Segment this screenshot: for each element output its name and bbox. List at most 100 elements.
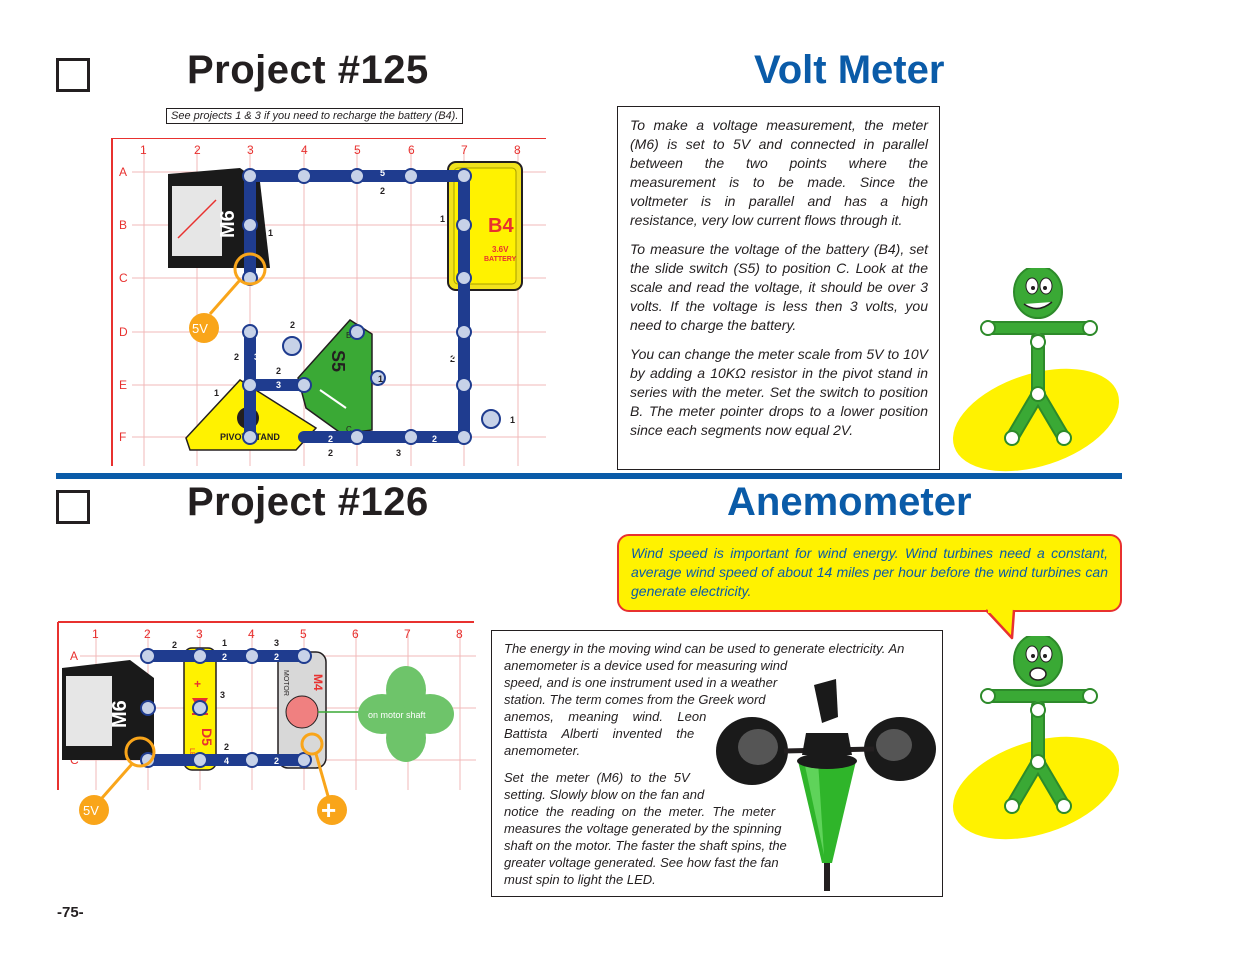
recharge-note: See projects 1 & 3 if you need to rechar… xyxy=(166,108,464,124)
svg-text:M4: M4 xyxy=(311,674,325,691)
svg-text:1: 1 xyxy=(214,388,219,398)
svg-text:+: + xyxy=(321,795,336,825)
svg-text:3: 3 xyxy=(254,352,259,362)
svg-text:M6: M6 xyxy=(217,210,239,238)
svg-text:2: 2 xyxy=(328,434,333,444)
svg-text:5V: 5V xyxy=(192,321,208,336)
col-label: 8 xyxy=(514,143,521,157)
snappy-mascot-126 xyxy=(952,636,1120,840)
col-label: 5 xyxy=(354,143,361,157)
text-line: anemometer is a device used for measurin… xyxy=(504,658,788,673)
svg-text:5V: 5V xyxy=(83,803,99,818)
svg-text:2: 2 xyxy=(450,354,455,364)
slide-switch-s5: S5 B C xyxy=(297,319,373,435)
col-label: 1 xyxy=(92,627,99,641)
svg-text:S5: S5 xyxy=(328,350,348,372)
row-label: F xyxy=(119,430,126,444)
paragraph: To make a voltage measurement, the meter… xyxy=(630,117,928,228)
project-125-title: Project #125 xyxy=(187,48,429,92)
text-line: anemometer. xyxy=(504,743,581,758)
col-label: 3 xyxy=(247,143,254,157)
svg-text:2: 2 xyxy=(234,352,239,362)
svg-text:3.6V: 3.6V xyxy=(492,245,509,254)
project-126-name: Anemometer xyxy=(727,480,972,524)
callout-plus: + xyxy=(300,732,347,825)
text-line: Battista Alberti invented the xyxy=(504,726,695,741)
row-label: C xyxy=(119,271,128,285)
svg-text:2: 2 xyxy=(290,320,295,330)
svg-text:2: 2 xyxy=(450,352,455,362)
snappy-mascot-125 xyxy=(952,268,1120,472)
text-line: Set the meter (M6) to the 5V xyxy=(504,770,690,785)
wind-speed-bubble: Wind speed is important for wind energy.… xyxy=(617,534,1122,612)
svg-text:3: 3 xyxy=(396,448,401,458)
col-label: 2 xyxy=(144,627,151,641)
paragraph: You can change the meter scale from 5V t… xyxy=(630,346,928,438)
svg-text:1: 1 xyxy=(510,415,515,425)
text-line: shaft on the motor. The faster the shaft… xyxy=(504,838,787,853)
text-line: The energy in the moving wind can be use… xyxy=(504,641,905,656)
svg-text:4: 4 xyxy=(224,756,229,766)
svg-text:2: 2 xyxy=(328,448,333,458)
project-126-checkbox[interactable] xyxy=(56,490,90,524)
svg-text:2: 2 xyxy=(224,742,229,752)
svg-text:+: + xyxy=(194,677,201,691)
svg-text:1: 1 xyxy=(222,638,227,648)
col-label: 6 xyxy=(352,627,359,641)
page-number: -75- xyxy=(57,904,84,921)
svg-text:2: 2 xyxy=(222,652,227,662)
project-125-checkbox[interactable] xyxy=(56,58,90,92)
svg-text:1: 1 xyxy=(268,228,273,238)
row-label: E xyxy=(119,378,127,392)
anemometer-photo xyxy=(716,679,936,891)
svg-text:B4: B4 xyxy=(488,215,514,237)
paragraph: To measure the voltage of the battery (B… xyxy=(630,241,928,333)
col-label: 8 xyxy=(456,627,463,641)
text-line: station. The term comes from the Greek w… xyxy=(504,692,766,707)
text-line: greater voltage generated. See how fast … xyxy=(504,855,779,870)
motor-m4: M4 MOTOR xyxy=(277,651,327,769)
callout-5v: 5V xyxy=(79,736,156,825)
project-126-title: Project #126 xyxy=(187,480,429,524)
svg-text:D5: D5 xyxy=(199,728,215,746)
svg-text:2: 2 xyxy=(276,366,281,376)
col-label: 6 xyxy=(408,143,415,157)
fan: on motor shaft xyxy=(318,666,454,762)
svg-text:3: 3 xyxy=(220,690,225,700)
col-label: 4 xyxy=(248,627,255,641)
col-label: 3 xyxy=(196,627,203,641)
svg-text:C: C xyxy=(346,425,352,434)
svg-text:2: 2 xyxy=(432,434,437,444)
svg-text:1: 1 xyxy=(378,374,383,384)
project-126-description: The energy in the moving wind can be use… xyxy=(491,630,943,897)
meter-m6: M6 xyxy=(62,660,154,760)
circuit-diagram-126: 1 2 3 4 5 6 7 8 A B C M6 + D5 LED M4 MOT… xyxy=(57,621,476,825)
svg-text:5: 5 xyxy=(380,168,385,178)
text-line: measures the voltage generated by the sp… xyxy=(504,821,782,836)
circuit-diagram-125: 1 2 3 4 5 6 7 8 A B C D E F B4 3.6V BATT… xyxy=(111,138,546,466)
svg-text:BATTERY: BATTERY xyxy=(484,256,517,263)
section-divider xyxy=(56,473,1122,479)
svg-text:2: 2 xyxy=(274,756,279,766)
text-line: anemos, meaning wind. Leon xyxy=(504,709,707,724)
project-125-description: To make a voltage measurement, the meter… xyxy=(617,106,940,470)
text-line: notice the reading on the meter. The met… xyxy=(504,804,776,819)
col-label: 4 xyxy=(301,143,308,157)
row-label: A xyxy=(119,165,127,179)
row-label: A xyxy=(70,649,78,663)
svg-text:on motor shaft: on motor shaft xyxy=(368,710,426,720)
text-line: setting. Slowly blow on the fan and xyxy=(504,787,705,802)
col-label: 2 xyxy=(194,143,201,157)
svg-text:B: B xyxy=(346,331,351,340)
svg-text:2: 2 xyxy=(172,640,177,650)
col-label: 5 xyxy=(300,627,307,641)
svg-text:3: 3 xyxy=(274,638,279,648)
svg-text:1: 1 xyxy=(378,384,383,394)
svg-text:2: 2 xyxy=(274,652,279,662)
col-label: 7 xyxy=(461,143,468,157)
bubble-tail xyxy=(985,609,1016,640)
text-line: speed, and is one instrument used in a w… xyxy=(504,675,778,690)
col-label: 7 xyxy=(404,627,411,641)
callout-5v: 5V xyxy=(189,252,267,343)
text-line: must spin to light the LED. xyxy=(504,872,656,887)
